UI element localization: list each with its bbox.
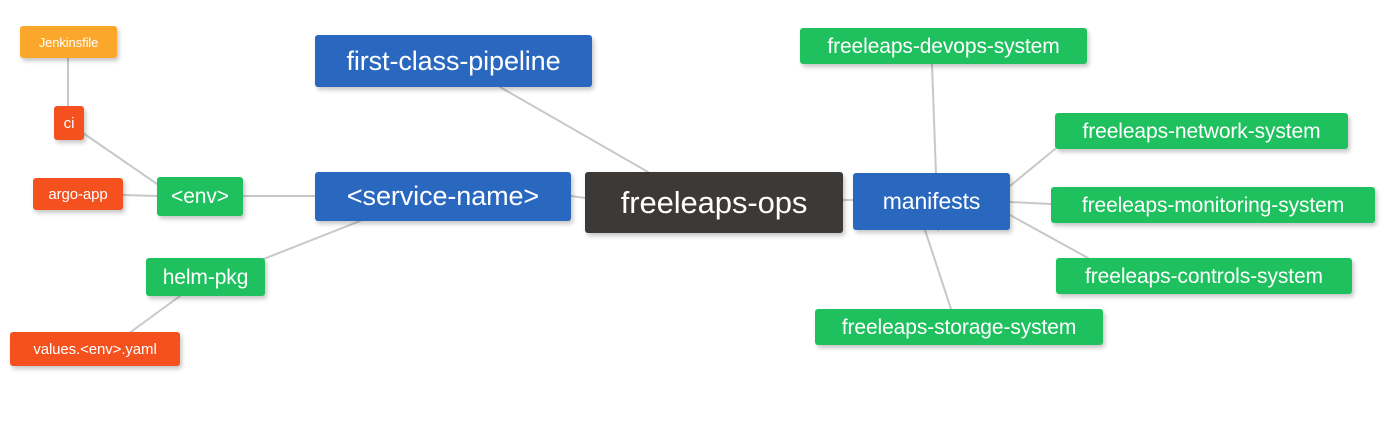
node-label-values-yaml: values.<env>.yaml [33,340,157,358]
node-label-freeleaps-storage-system: freeleaps-storage-system [841,315,1077,339]
node-freeleaps-ops[interactable]: freeleaps-ops [585,172,843,233]
edge-argo-app-to-env [121,194,159,197]
edge-values-yaml-to-helm-pkg [127,295,181,335]
node-label-freeleaps-network-system: freeleaps-network-system [1082,119,1321,143]
edge-first-class-pipeline-to-freeleaps-ops [499,86,649,173]
node-ci[interactable]: ci [54,106,84,140]
edge-freeleaps-storage-system-to-manifests [924,229,952,310]
node-label-service-name: <service-name> [346,181,540,211]
node-label-env: <env> [171,185,229,208]
edge-freeleaps-network-system-to-manifests [1009,148,1056,187]
node-label-ci: ci [63,114,75,132]
node-freeleaps-devops-system[interactable]: freeleaps-devops-system [800,28,1087,64]
edge-helm-pkg-to-service-name [255,220,361,263]
node-freeleaps-network-system[interactable]: freeleaps-network-system [1055,113,1348,149]
node-manifests[interactable]: manifests [853,173,1010,230]
node-label-freeleaps-monitoring-system: freeleaps-monitoring-system [1081,193,1345,217]
node-label-jenkinsfile: Jenkinsfile [38,34,99,50]
node-helm-pkg[interactable]: helm-pkg [146,258,265,296]
node-env[interactable]: <env> [157,177,243,216]
node-freeleaps-storage-system[interactable]: freeleaps-storage-system [815,309,1103,345]
node-label-freeleaps-ops: freeleaps-ops [620,185,808,220]
node-values-yaml[interactable]: values.<env>.yaml [10,332,180,366]
node-label-freeleaps-controls-system: freeleaps-controls-system [1085,264,1323,288]
node-argo-app[interactable]: argo-app [33,178,123,210]
node-label-argo-app: argo-app [48,185,108,203]
node-freeleaps-monitoring-system[interactable]: freeleaps-monitoring-system [1051,187,1375,223]
node-label-first-class-pipeline: first-class-pipeline [346,45,561,76]
node-first-class-pipeline[interactable]: first-class-pipeline [315,35,592,87]
node-label-helm-pkg: helm-pkg [162,265,249,289]
node-label-freeleaps-devops-system: freeleaps-devops-system [827,34,1060,58]
edge-freeleaps-monitoring-system-to-manifests [1009,201,1052,205]
node-jenkinsfile[interactable]: Jenkinsfile [20,26,117,58]
node-freeleaps-controls-system[interactable]: freeleaps-controls-system [1056,258,1352,294]
node-label-manifests: manifests [882,188,981,214]
node-service-name[interactable]: <service-name> [315,172,571,221]
edge-service-name-to-freeleaps-ops [570,195,586,199]
